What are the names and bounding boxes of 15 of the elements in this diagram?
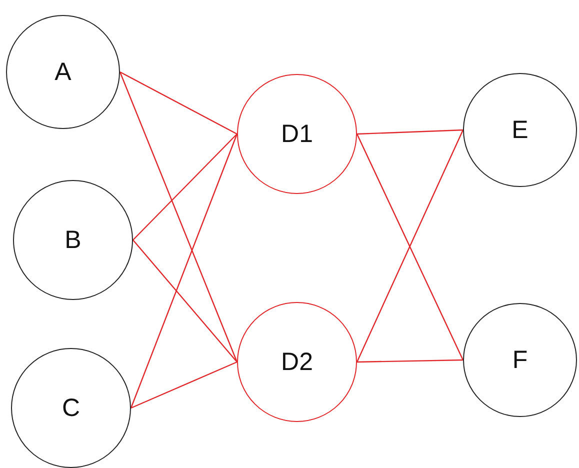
connector-line (130, 134, 238, 408)
node-label: D2 (281, 348, 313, 376)
node-label: B (64, 226, 82, 254)
connector-line (120, 71, 238, 135)
node-label: A (54, 58, 72, 86)
connector-line (356, 129, 464, 135)
connector-line (130, 361, 238, 409)
connector-line (119, 72, 238, 362)
node-label: F (512, 346, 528, 374)
node-label: E (512, 116, 528, 144)
connector-line (132, 134, 238, 240)
connector-line (356, 359, 464, 363)
node-label: C (62, 394, 80, 422)
node-label: D1 (281, 120, 313, 148)
connector-line (132, 240, 238, 362)
